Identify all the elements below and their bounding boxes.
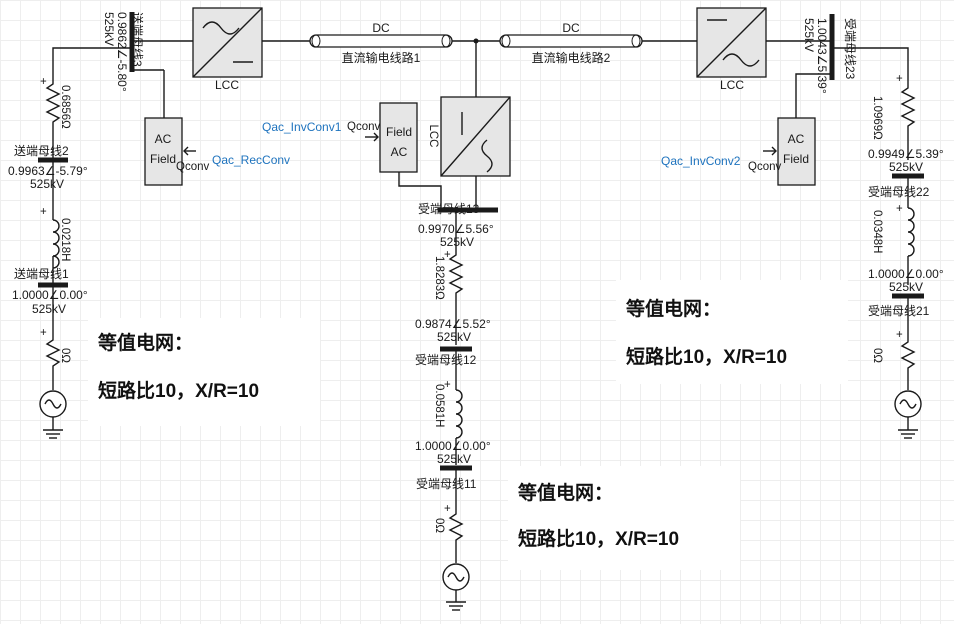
ac-field-inv1-ac: AC bbox=[391, 145, 408, 159]
bus-r21-vol: 1.0000∠0.00° bbox=[868, 267, 944, 281]
bus-r13-kv: 525kV bbox=[440, 235, 474, 249]
bus-r21-kv: 525kV bbox=[889, 280, 923, 294]
bus-r23-kv: 525kV bbox=[802, 18, 816, 52]
svg-text:+: + bbox=[896, 329, 903, 341]
ac-field-rec[interactable]: AC Field Qconv Qac_RecConv bbox=[131, 41, 290, 186]
inverter-lcc-2-label: LCC bbox=[720, 78, 744, 92]
note-sending-title: 等值电网： bbox=[98, 333, 194, 354]
svg-text:+: + bbox=[40, 76, 47, 88]
bus-r12-vol: 0.9874∠5.52° bbox=[415, 317, 491, 331]
note-sending: 等值电网： 短路比10，X/R=10 bbox=[88, 318, 320, 426]
bus-r23-vol: 1.0043∠5.39° bbox=[815, 18, 829, 94]
bus-r12-kv: 525kV bbox=[437, 330, 471, 344]
right-inductor[interactable] bbox=[907, 207, 915, 257]
receiving-ac-system-1: 受端母线13 0.9970∠5.56° 525kV + 1.8283Ω 0.98… bbox=[415, 176, 498, 611]
svg-text:+: + bbox=[444, 379, 451, 391]
svg-text:+: + bbox=[40, 206, 47, 218]
bus-r11-name: 受端母线11 bbox=[416, 477, 477, 491]
bus-r22-name: 受端母线22 bbox=[868, 185, 930, 199]
left-source-resistor-value: 0Ω bbox=[59, 348, 71, 363]
ac-field-rec-output: Qac_RecConv bbox=[212, 153, 290, 167]
bus-s3-kv: 525kV bbox=[102, 12, 116, 46]
bus-s1-name: 送端母线1 bbox=[14, 266, 69, 281]
bus-s1-kv: 525kV bbox=[32, 302, 66, 316]
note-receiving-2-body: 短路比10，X/R=10 bbox=[626, 347, 788, 368]
note-receiving-1-title: 等值电网： bbox=[518, 483, 614, 504]
bus-s2-name: 送端母线2 bbox=[14, 143, 69, 158]
receiving-ac-system-2: 受端母线23 1.0043∠5.39° 525kV + 1.0969Ω 0.99… bbox=[802, 14, 944, 439]
inverter-lcc-2[interactable]: LCC bbox=[696, 7, 767, 92]
bus-r22-kv: 525kV bbox=[889, 160, 923, 174]
bus-s3-vol: 0.9862∠-5.80° bbox=[115, 12, 129, 92]
ac-field-inv2-field: Field bbox=[783, 152, 809, 166]
ac-field-inv2-ac: AC bbox=[788, 132, 805, 146]
right-inductor-value: 0.0348H bbox=[871, 210, 883, 253]
left-resistor-value: 0.6856Ω bbox=[59, 85, 71, 129]
ac-field-inv1[interactable]: Field AC Qconv Qac_InvConv1 bbox=[262, 102, 442, 201]
rectifier-lcc[interactable]: LCC bbox=[192, 7, 263, 92]
bus-s1-vol: 1.0000∠0.00° bbox=[12, 288, 88, 302]
dc-line-2-name: 直流输电线路2 bbox=[532, 50, 611, 65]
mid-source-resistor[interactable] bbox=[448, 468, 464, 563]
ac-field-inv1-output: Qac_InvConv1 bbox=[262, 120, 342, 134]
svg-text:+: + bbox=[896, 203, 903, 215]
bus-r11-vol: 1.0000∠0.00° bbox=[415, 439, 491, 453]
mid-inductor[interactable] bbox=[455, 389, 463, 439]
note-receiving-2: 等值电网： 短路比10，X/R=10 bbox=[616, 280, 848, 384]
sending-ac-system: 0.9862∠-5.80° 525kV 送端母线3 + 0.6856Ω 送端母线… bbox=[8, 12, 164, 439]
dc-line-1-name: 直流输电线路1 bbox=[342, 50, 421, 65]
mid-resistor-value: 1.8283Ω bbox=[433, 256, 445, 300]
bus-r21-name: 受端母线21 bbox=[868, 304, 930, 318]
right-source-resistor[interactable] bbox=[900, 296, 916, 390]
bus-s3-name: 送端母线3 bbox=[130, 12, 145, 67]
left-resistor[interactable] bbox=[45, 80, 61, 160]
svg-text:+: + bbox=[40, 327, 47, 339]
svg-text:+: + bbox=[444, 503, 451, 515]
mid-source-resistor-value: 0Ω bbox=[433, 518, 445, 533]
dc-line-1-type: DC bbox=[372, 21, 390, 35]
ac-field-inv1-qconv: Qconv bbox=[347, 121, 380, 133]
ac-field-rec-ac: AC bbox=[155, 132, 172, 146]
note-receiving-2-title: 等值电网： bbox=[626, 299, 722, 320]
note-sending-body: 短路比10，X/R=10 bbox=[98, 381, 260, 402]
left-source-resistor[interactable] bbox=[45, 285, 61, 390]
right-resistor-value: 1.0969Ω bbox=[871, 96, 883, 140]
note-receiving-1-body: 短路比10，X/R=10 bbox=[518, 529, 680, 550]
ac-field-inv2[interactable]: AC Field Qconv Qac_InvConv2 bbox=[661, 73, 832, 186]
mid-resistor[interactable] bbox=[448, 210, 464, 345]
left-inductor[interactable] bbox=[52, 219, 60, 269]
bus-r23-name: 受端母线23 bbox=[843, 18, 857, 80]
dc-line-1[interactable]: DC 直流输电线路1 bbox=[309, 21, 453, 65]
ac-field-inv2-qconv: Qconv bbox=[748, 161, 781, 173]
left-inductor-value: 0.0218H bbox=[59, 218, 71, 261]
dc-wires bbox=[132, 38, 832, 97]
inverter-lcc-1-label: LCC bbox=[427, 124, 439, 147]
right-resistor[interactable] bbox=[900, 86, 916, 160]
mid-inductor-value: 0.0581H bbox=[433, 384, 445, 427]
dc-line-2-type: DC bbox=[562, 21, 580, 35]
svg-text:+: + bbox=[444, 249, 451, 261]
dc-line-2[interactable]: DC 直流输电线路2 bbox=[499, 21, 643, 65]
bus-r11-kv: 525kV bbox=[437, 452, 471, 466]
bus-s2-kv: 525kV bbox=[30, 177, 64, 191]
rectifier-lcc-label: LCC bbox=[215, 78, 239, 92]
ac-field-rec-field: Field bbox=[150, 152, 176, 166]
bus-r22-vol: 0.9949∠5.39° bbox=[868, 147, 944, 161]
bus-r13-name: 受端母线13 bbox=[418, 202, 480, 216]
ac-field-inv2-output: Qac_InvConv2 bbox=[661, 154, 741, 168]
right-source-resistor-value: 0Ω bbox=[871, 348, 883, 363]
ac-field-inv1-field: Field bbox=[386, 125, 412, 139]
svg-text:+: + bbox=[896, 73, 903, 85]
ac-field-rec-qconv: Qconv bbox=[176, 161, 209, 173]
bus-r12-name: 受端母线12 bbox=[415, 353, 477, 367]
inverter-lcc-1[interactable]: LCC bbox=[427, 96, 511, 177]
note-receiving-1: 等值电网： 短路比10，X/R=10 bbox=[508, 466, 740, 570]
bus-s2-vol: 0.9963∠-5.79° bbox=[8, 164, 88, 178]
